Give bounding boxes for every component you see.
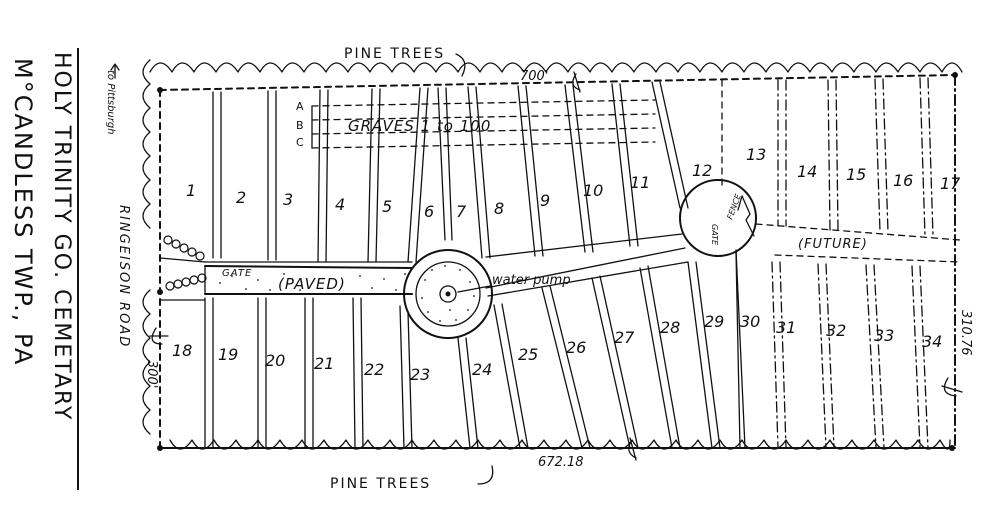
section-19: 19 [218,345,238,364]
gate-right-label: GATE [710,224,719,246]
fence-label: FENCE [725,192,743,221]
section-6: 6 [424,202,434,221]
section-11: 11 [630,173,650,192]
cemetery-title: HOLY TRINITY GO. CEMETARY [49,52,74,421]
graves-rows [311,99,656,149]
lower-section-lines [159,251,741,449]
dim-bottom-label: 672.18 [538,455,584,470]
corner-marker-ne [952,72,958,78]
section-30: 30 [740,312,760,331]
arrow-up-icon [110,63,120,79]
road-label: RINGEISON ROAD [116,205,131,348]
row-b-label: B [296,119,304,132]
section-13: 13 [746,145,766,164]
section-9: 9 [540,191,550,210]
corner-marker-se [949,445,955,451]
section-14: 14 [797,162,817,181]
right-circle [679,179,757,257]
section-2: 2 [236,188,246,207]
upper-section-lines [159,81,689,263]
section-numbers: 1 2 3 4 5 6 7 8 9 10 11 12 13 14 15 16 1… [172,145,961,384]
section-1: 1 [186,181,196,200]
paved-drive [204,247,689,297]
section-12: 12 [692,161,712,180]
section-4: 4 [335,195,345,214]
section-34: 34 [922,332,942,351]
lower-right-section-lines [771,261,929,449]
gravel-edge [163,235,207,291]
corner-marker-nw [157,87,163,93]
section-3: 3 [283,190,293,209]
pine-trees-top-row [149,62,963,73]
dim-top-label: 700' [520,69,548,84]
pine-trees-bottom-row [169,439,951,450]
section-24: 24 [472,360,492,379]
graves-label: GRAVES 1 to 100 [348,117,491,135]
gate-left-label: GATE [222,268,252,279]
section-27: 27 [614,328,635,347]
paved-label: (PAVED) [278,275,346,293]
central-circle [403,249,493,339]
pine-trees-left-column [142,59,151,435]
section-10: 10 [583,181,603,200]
section-5: 5 [382,197,392,216]
section-22: 22 [364,360,384,379]
section-33: 33 [874,326,894,345]
cemetery-location: M°CANDLESS TWP., PA [9,58,37,366]
row-c-label: C [296,136,304,149]
corner-marker-sw [157,445,163,451]
section-18: 18 [172,341,192,360]
section-20: 20 [265,351,285,370]
pine-trees-top-label: PINE TREES [344,46,445,62]
paved-drive-stipple [219,273,406,291]
to-pittsburgh-label: to Pittsburgh [105,70,116,135]
future-label: (FUTURE) [798,237,868,252]
section-23: 23 [410,365,430,384]
section-31: 31 [776,318,796,337]
section-16: 16 [893,171,913,190]
upper-right-section-lines [777,77,934,237]
road-marker [157,289,163,295]
section-29: 29 [704,312,724,331]
pine-trees-top-pointer [455,53,466,77]
water-pump-pointer [457,285,491,293]
section-17: 17 [940,174,961,193]
future-area [755,223,961,263]
row-a-label: A [296,100,304,113]
section-25: 25 [518,345,538,364]
property-line-symbol-left [149,327,169,345]
section-21: 21 [314,354,334,373]
property-boundary-top [159,74,956,91]
section-26: 26 [566,338,586,357]
property-line-symbol-bottom [628,437,637,461]
pine-trees-bottom-pointer [477,465,494,485]
mid-divider-line-lower [735,249,746,449]
section-7: 7 [456,202,467,221]
property-line-symbol-right [941,377,963,397]
dim-right-label: 310.76 [958,310,973,356]
section-28: 28 [660,318,680,337]
pine-trees-bottom-label: PINE TREES [330,476,431,492]
water-pump-label: water pump [492,273,571,288]
section-32: 32 [826,321,846,340]
property-line-symbol-top [572,71,581,93]
central-circle-stipple [421,265,475,322]
dim-left-label: 300' [144,360,159,388]
section-15: 15 [846,165,866,184]
section-8: 8 [494,199,504,218]
